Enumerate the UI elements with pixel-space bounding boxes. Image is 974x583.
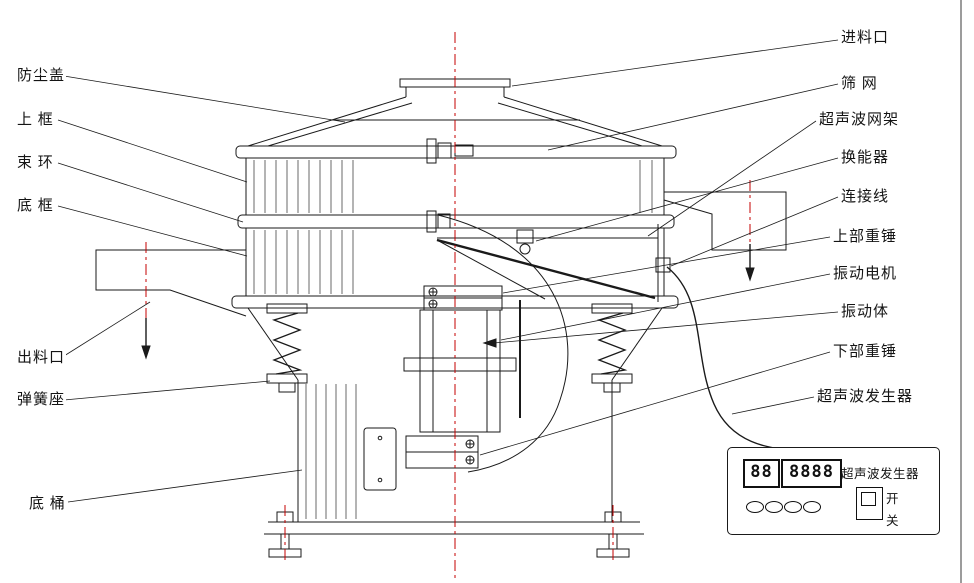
machine-outline (95, 78, 787, 558)
label-upper-weight: 上部重锤 (832, 227, 899, 247)
label-discharge-outlet: 出料口 (16, 348, 67, 368)
label-connecting-wire: 连接线 (840, 187, 891, 207)
base-plate (264, 511, 644, 558)
label-vibration-body: 振动体 (840, 302, 891, 322)
label-upper-frame: 上 框 (16, 110, 55, 130)
label-bottom-frame: 底 框 (16, 196, 55, 216)
ultrasonic-generator-box: 88 8888 超声波发生器 开 关 (727, 447, 940, 535)
label-bottom-barrel: 底 桶 (28, 494, 67, 514)
label-ultrasonic-generator: 超声波发生器 (816, 387, 915, 407)
generator-button (803, 501, 821, 513)
centerlines (145, 32, 751, 580)
generator-box-title: 超声波发生器 (841, 467, 920, 481)
label-screen-mesh: 筛 网 (840, 74, 879, 94)
right-spring (591, 303, 633, 393)
down-arrow-icon (141, 345, 151, 360)
power-switch (856, 487, 883, 520)
band-clamp (426, 210, 451, 233)
generator-display-left: 88 (743, 459, 780, 488)
upper-weight-part (423, 285, 503, 311)
generator-display-right: 8888 (781, 459, 842, 488)
rim-clamp (426, 138, 474, 164)
switch-off-label: 关 (886, 514, 899, 528)
body-hatching (253, 160, 653, 519)
generator-button (784, 501, 802, 513)
leader-lines (57, 39, 839, 503)
label-spring-seat: 弹簧座 (16, 390, 67, 410)
cutaway-boundary (437, 214, 569, 473)
rim-band (235, 145, 677, 159)
label-dust-cover: 防尘盖 (16, 66, 67, 86)
generator-button (746, 501, 764, 513)
flow-arrows (141, 244, 755, 360)
left-spring (266, 303, 308, 393)
label-feed-inlet: 进料口 (840, 28, 891, 48)
springs (266, 303, 633, 393)
discharge-chute (95, 249, 247, 317)
wire-connector (655, 257, 671, 273)
down-arrow-icon (745, 267, 755, 282)
vibration-motor-part (403, 300, 521, 433)
ultrasonic-mesh-frame-part (436, 224, 671, 302)
lower-weight-part (405, 435, 479, 469)
nameplate (363, 427, 397, 491)
clamp-ring-band (237, 214, 675, 229)
label-lower-weight: 下部重锤 (832, 342, 899, 362)
label-clamp-ring: 束 环 (16, 153, 55, 173)
bottom-barrel-body (297, 380, 613, 522)
switch-on-label: 开 (886, 492, 899, 506)
connecting-cable (666, 266, 800, 452)
power-switch-rocker (861, 492, 876, 506)
bottom-frame-body (245, 228, 665, 296)
side-chute (663, 191, 787, 251)
transducer-part (516, 229, 534, 255)
label-vibration-motor: 振动电机 (832, 264, 899, 284)
label-ultrasonic-mesh-frame: 超声波网架 (818, 110, 901, 130)
internal-components (403, 224, 671, 469)
generator-button (765, 501, 783, 513)
label-transducer: 换能器 (840, 148, 891, 168)
